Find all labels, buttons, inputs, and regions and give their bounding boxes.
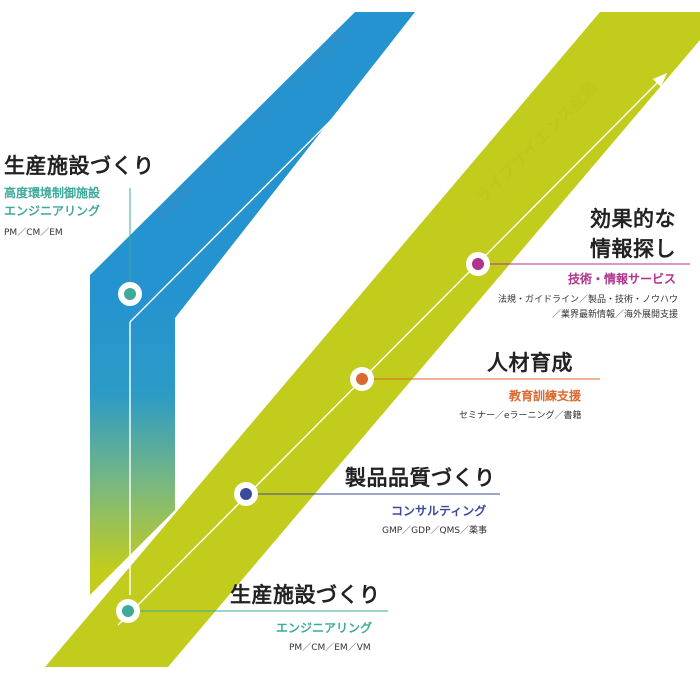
info-detail-line2: ／業界最新情報／海外展開支援 xyxy=(551,310,678,320)
facility-title: 生産施設づくり xyxy=(230,583,381,607)
info-title-line2: 情報探し xyxy=(590,237,676,261)
left-node-subtitle-line2: エンジニアリング xyxy=(4,204,101,218)
left-node-detail: PM／CM／EM xyxy=(4,228,63,238)
quality-detail: GMP／GDP／QMS／薬事 xyxy=(382,526,488,536)
lime-band xyxy=(45,12,700,667)
lime-band-arrow xyxy=(117,77,663,626)
hr-title: 人材育成 xyxy=(487,351,573,375)
blue-arrow-head-icon xyxy=(369,68,383,82)
blue-band-arrow-diagonal xyxy=(129,72,379,323)
hr-detail: セミナー／eラーニング／書籍 xyxy=(459,411,582,421)
navy-dot-icon xyxy=(234,482,258,506)
info-title-line1: 効果的な xyxy=(590,207,676,231)
left-node-subtitle-line1: 高度環境制御施設 xyxy=(4,186,101,200)
left-node-title: 生産施設づくり xyxy=(4,154,155,178)
teal-dot-icon xyxy=(118,282,142,306)
magenta-dot-icon xyxy=(466,252,490,276)
hr-subtitle: 教育訓練支援 xyxy=(509,389,582,403)
lime-arrow-head-icon xyxy=(653,73,667,87)
quality-title: 製品品質づくり xyxy=(345,466,496,490)
teal-dot-icon xyxy=(116,599,140,623)
blue-band xyxy=(90,12,415,595)
facility-detail: PM／CM／EM／VM xyxy=(289,643,371,653)
info-subtitle: 技術・情報サービス xyxy=(567,272,676,286)
info-detail-line1: 法規・ガイドライン／製品・技術・ノウハウ xyxy=(497,295,678,305)
quality-subtitle: コンサルティング xyxy=(391,504,487,518)
facility-subtitle: エンジニアリング xyxy=(276,621,373,635)
orange-dot-icon xyxy=(350,367,374,391)
